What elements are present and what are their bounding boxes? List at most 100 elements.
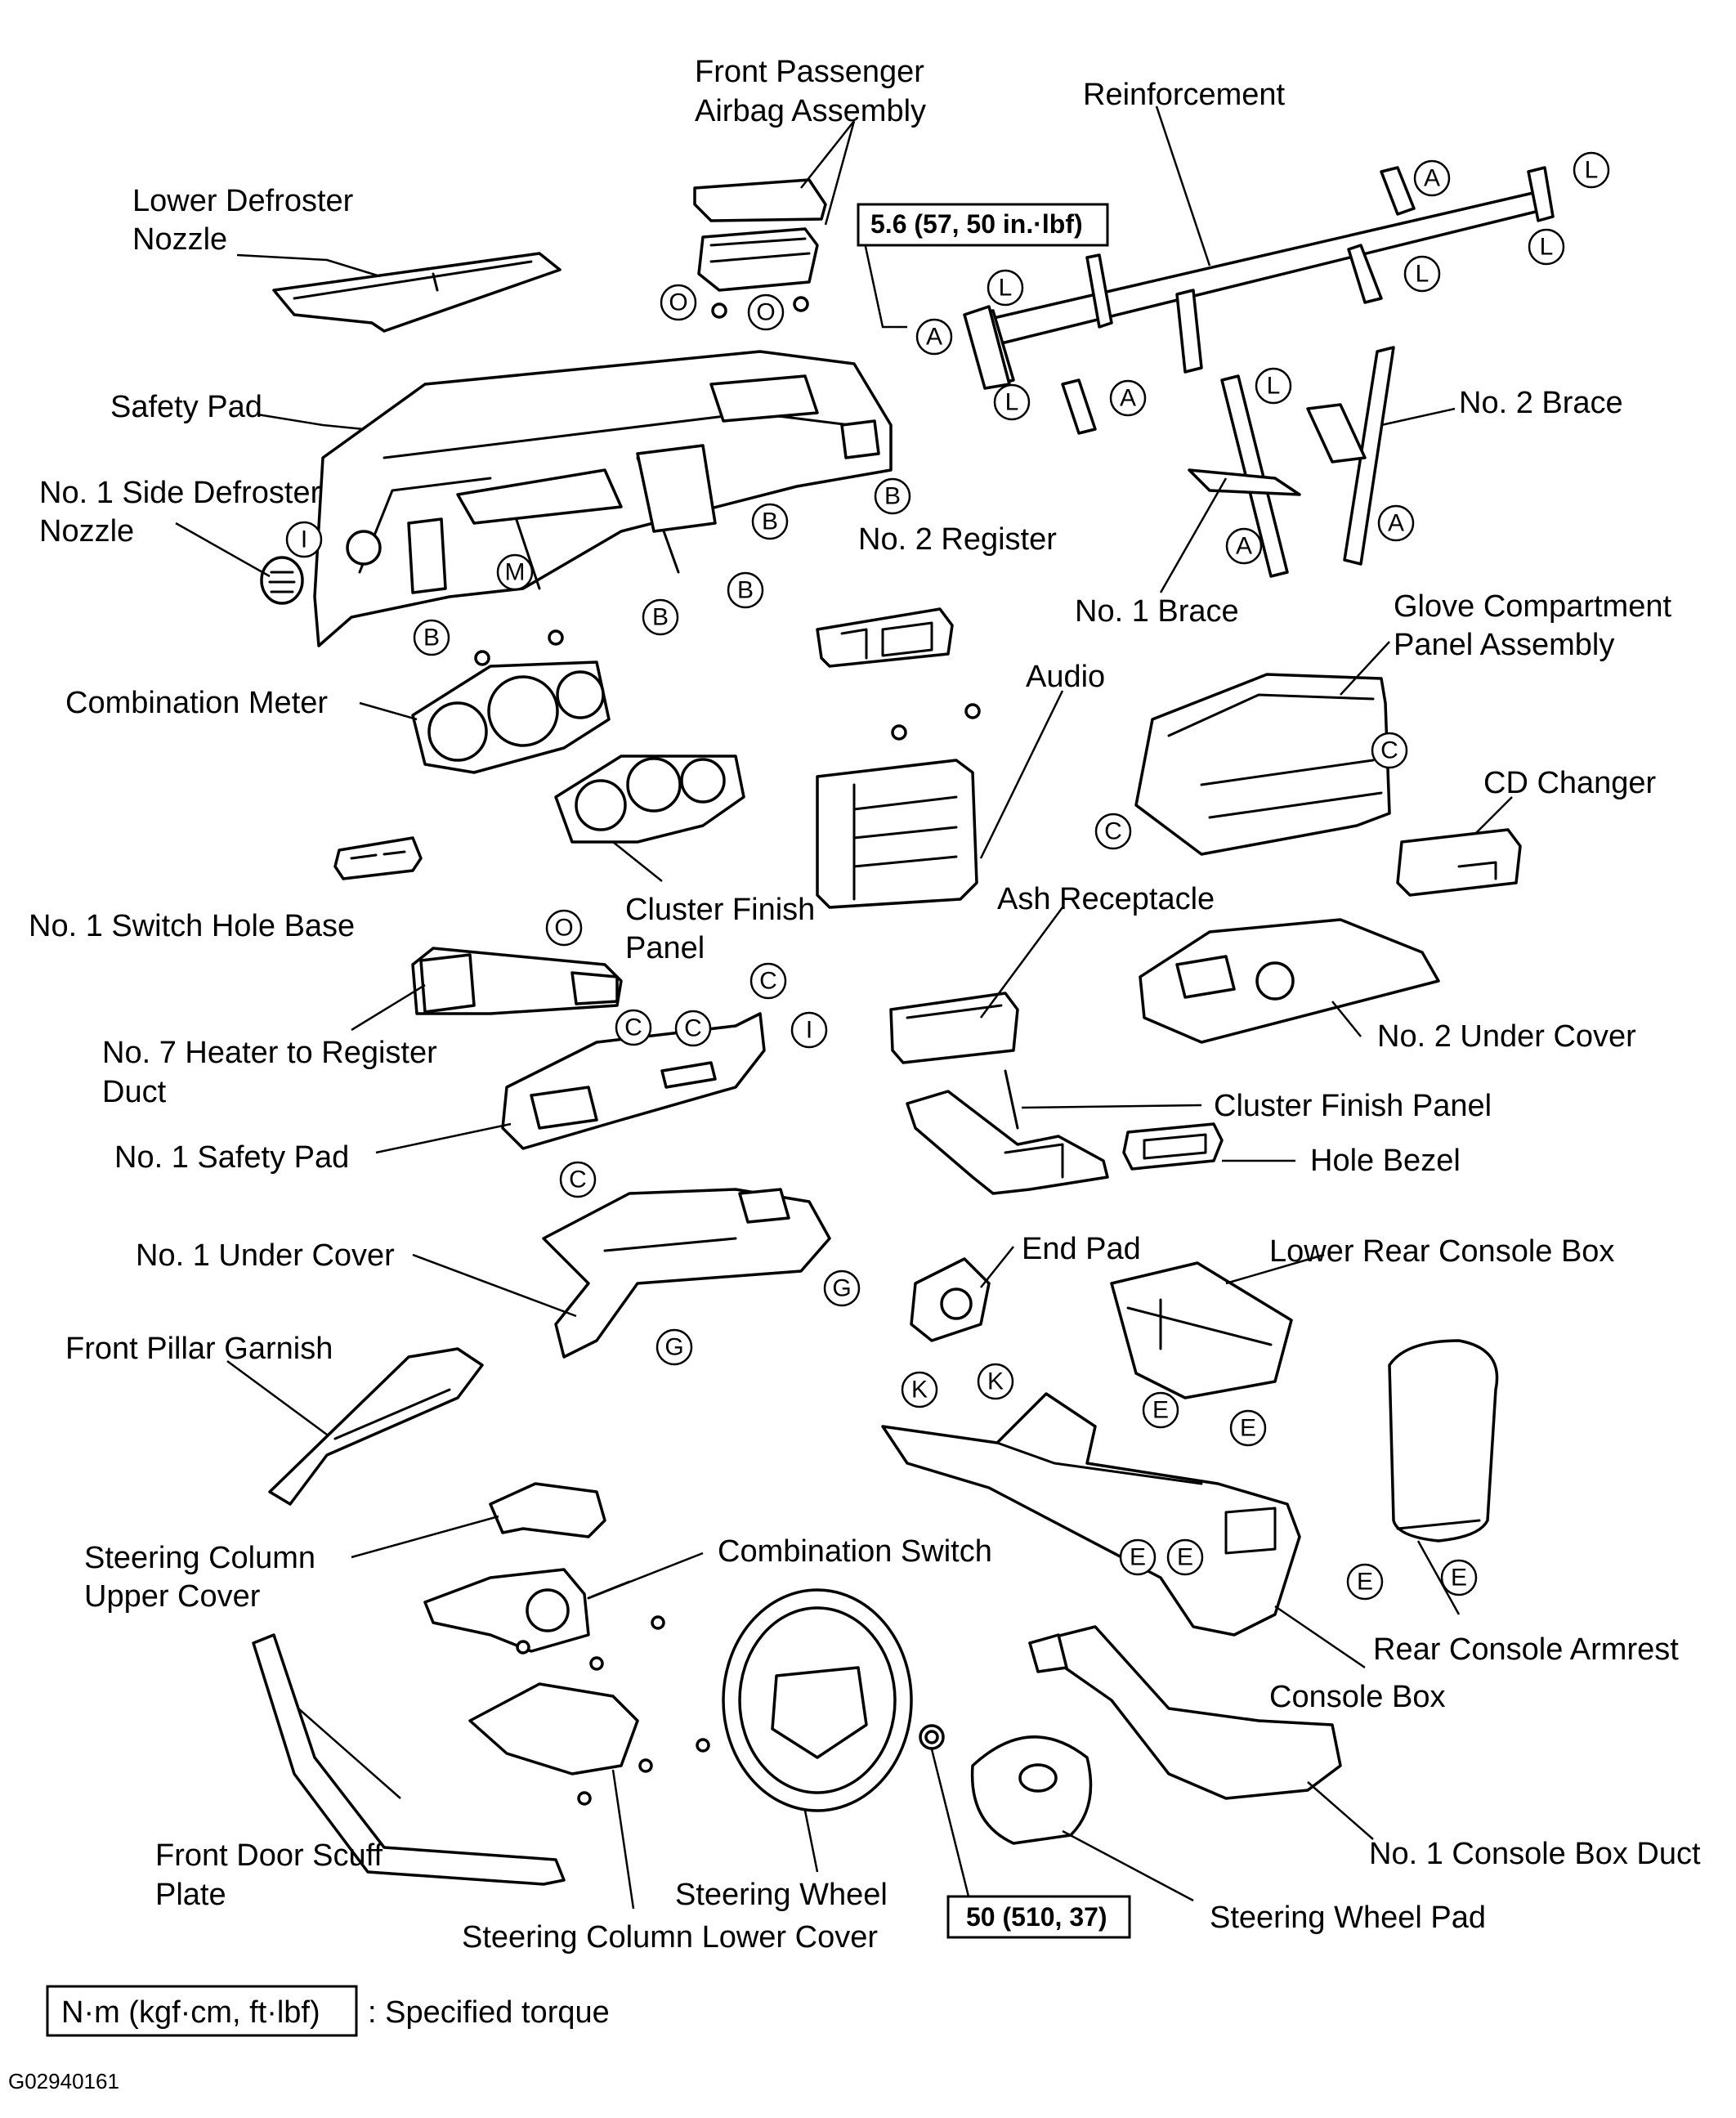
no1-side-defroster-nozzle [260,556,304,605]
label-hole-bezel: Hole Bezel [1310,1144,1461,1178]
marker-letter: L [1585,157,1599,184]
figure-id: G02940161 [8,2069,119,2093]
marker-l: L [1528,228,1565,266]
marker-c: C [674,1010,712,1047]
label-rear-console-armrest: Rear Console Armrest [1373,1632,1679,1667]
marker-letter: L [1540,234,1554,261]
marker-letter: G [832,1275,851,1302]
marker-a: A [915,318,953,356]
marker-e: E [1229,1409,1267,1447]
marker-c: C [559,1161,597,1198]
marker-a: A [1225,527,1263,565]
marker-a: A [1413,159,1451,197]
safety-pad [313,350,893,647]
marker-letter: K [987,1368,1004,1395]
marker-letter: E [1357,1569,1373,1596]
label-steering-column-lower-cover: Steering Column Lower Cover [462,1920,878,1955]
label-lower-defroster-1: Lower Defroster [132,184,354,218]
label-steering-wheel-pad: Steering Wheel Pad [1210,1901,1486,1935]
marker-c: C [1094,813,1132,850]
label-no7-heater-duct-2: Duct [102,1075,167,1109]
label-glove-compartment-2: Panel Assembly [1394,628,1614,662]
marker-g: G [823,1269,861,1307]
marker-b: B [727,571,764,609]
label-safety-pad: Safety Pad [110,390,262,424]
label-cluster-finish-panel-upper-1: Cluster Finish [625,893,815,927]
marker-letter: E [1177,1544,1193,1571]
cluster-finish-panel-lower [906,1069,1109,1195]
label-front-pillar-garnish: Front Pillar Garnish [65,1332,333,1366]
label-no2-brace: No. 2 Brace [1459,386,1623,420]
label-reinforcement: Reinforcement [1083,78,1286,112]
no1-under-cover [542,1188,831,1359]
no2-brace [1306,346,1395,566]
label-no1-under-cover: No. 1 Under Cover [136,1238,395,1273]
marker-e: E [1440,1559,1478,1596]
no1-safety-pad [501,1012,766,1150]
label-combination-meter: Combination Meter [65,686,328,720]
label-cd-changer: CD Changer [1483,766,1657,800]
steering-column-lower-cover [468,1682,639,1775]
marker-i: I [790,1011,828,1049]
marker-letter: C [759,968,777,995]
marker-letter: E [1240,1415,1256,1442]
label-front-passenger-airbag-2: Airbag Assembly [695,94,926,128]
marker-m: M [496,553,534,591]
marker-g: G [655,1328,693,1366]
marker-a: A [1109,379,1147,417]
marker-letter: I [301,526,307,553]
label-lower-rear-console-box: Lower Rear Console Box [1269,1234,1614,1269]
marker-b: B [874,477,911,515]
label-no2-register: No. 2 Register [858,522,1057,557]
marker-l: L [993,383,1031,421]
marker-letter: O [756,299,775,326]
legend-description: : Specified torque [368,1995,610,2030]
marker-c: C [615,1009,652,1046]
marker-letter: A [1388,510,1404,537]
marker-letter: L [1416,261,1430,288]
steering-wheel-nut [919,1724,945,1750]
front-door-scuff-plate [252,1633,566,1886]
marker-l: L [987,269,1024,307]
marker-e: E [1166,1538,1204,1576]
torque-steering-wheel-value: 50 (510, 37) [966,1902,1107,1932]
label-ash-receptacle: Ash Receptacle [997,882,1215,916]
no2-under-cover [1139,918,1440,1044]
label-steering-column-upper-cover-1: Steering Column [84,1541,315,1575]
marker-letter: B [884,483,901,510]
marker-letter: E [1451,1565,1467,1592]
marker-o: O [747,293,785,331]
marker-o: O [545,909,583,947]
label-front-door-scuff-2: Plate [155,1878,226,1912]
hole-bezel [1122,1122,1224,1171]
label-no7-heater-duct-1: No. 7 Heater to Register [102,1036,437,1070]
label-cluster-finish-panel-lower: Cluster Finish Panel [1214,1089,1492,1123]
marker-c: C [1371,732,1408,769]
torque-box-steering-wheel: 50 (510, 37) [946,1895,1131,1939]
marker-letter: C [1104,818,1122,845]
lower-rear-console-box [1110,1261,1293,1399]
marker-letter: C [1380,737,1398,764]
leader-lines [175,105,1513,1910]
marker-e: E [1346,1563,1384,1601]
reinforcement [963,166,1555,435]
label-front-passenger-airbag-1: Front Passenger [695,55,924,89]
cd-changer [1396,828,1522,897]
marker-k: K [977,1363,1014,1400]
legend: N·m (kgf·cm, ft·lbf) : Specified torque [46,1985,610,2037]
bolts [474,629,710,1806]
marker-letter: C [569,1166,587,1193]
torque-box-airbag: 5.6 (57, 50 in.·lbf) [857,203,1109,247]
label-console-box: Console Box [1269,1680,1445,1714]
torque-airbag-value: 5.6 (57, 50 in.·lbf) [870,209,1083,239]
no1-brace [1188,374,1301,578]
label-no1-brace: No. 1 Brace [1075,594,1239,629]
marker-letter: K [911,1377,928,1404]
marker-letter: B [423,625,440,652]
no1-console-box-duct [1028,1625,1342,1800]
lower-defroster-nozzle [272,252,562,333]
marker-a: A [1377,504,1415,542]
marker-letter: O [669,289,687,316]
